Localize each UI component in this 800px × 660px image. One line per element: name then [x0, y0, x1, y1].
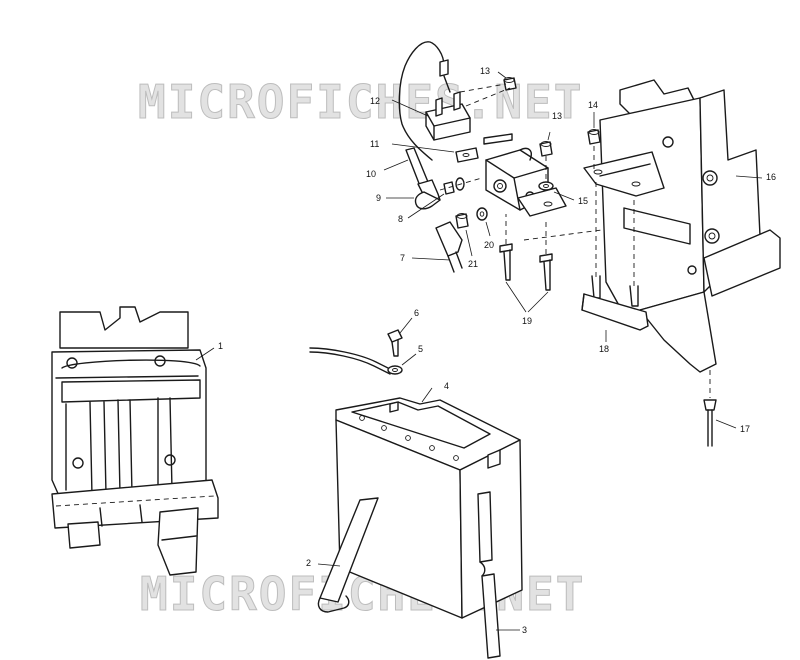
- callout-11: 11: [370, 139, 379, 149]
- battery-strap: [317, 497, 379, 613]
- callout-5: 5: [418, 344, 423, 354]
- washer-5: [387, 353, 417, 375]
- clamp-plate: [581, 182, 649, 342]
- callout-7: 7: [400, 253, 405, 263]
- callout-9: 9: [376, 193, 381, 203]
- callout-13-right: 13: [552, 111, 562, 121]
- battery-tray: [51, 306, 219, 576]
- battery-cable-negative: [309, 347, 393, 375]
- nut-21: [455, 213, 473, 257]
- battery: [335, 387, 523, 619]
- mounting-clip: [391, 143, 479, 163]
- nut-13-upper: [459, 71, 517, 107]
- callout-14: 14: [588, 100, 598, 110]
- positive-cable: [411, 221, 463, 273]
- watermark-top: MICROFICHES.NET: [138, 75, 583, 129]
- callout-17: 17: [740, 424, 750, 434]
- callout-20: 20: [484, 240, 494, 250]
- starter-solenoid: [483, 133, 575, 217]
- nut-washer-8: [407, 177, 483, 219]
- callout-4: 4: [444, 381, 449, 391]
- vent-hose: [477, 491, 520, 659]
- callout-13-upper: 13: [480, 66, 490, 76]
- washer-20: [476, 207, 491, 237]
- wire-lead: [383, 147, 429, 187]
- callout-15: 15: [578, 196, 588, 206]
- callout-21: 21: [468, 259, 478, 269]
- rivet-17: [703, 370, 737, 447]
- callout-2: 2: [306, 558, 311, 568]
- callout-1: 1: [218, 341, 223, 351]
- callout-12: 12: [370, 96, 380, 106]
- bolts-19: [499, 214, 649, 313]
- circuit-breaker: [391, 41, 471, 161]
- callout-8: 8: [398, 214, 403, 224]
- callout-3: 3: [522, 625, 527, 635]
- callout-16: 16: [766, 172, 776, 182]
- bolt-6: [387, 317, 413, 357]
- callout-10: 10: [366, 169, 376, 179]
- callout-6: 6: [414, 308, 419, 318]
- terminal-boot: [386, 179, 441, 210]
- callout-19: 19: [522, 316, 532, 326]
- mounting-bracket: [583, 79, 781, 373]
- nut-13-right: [539, 131, 553, 180]
- nut-14: [587, 112, 601, 170]
- callout-18: 18: [599, 344, 609, 354]
